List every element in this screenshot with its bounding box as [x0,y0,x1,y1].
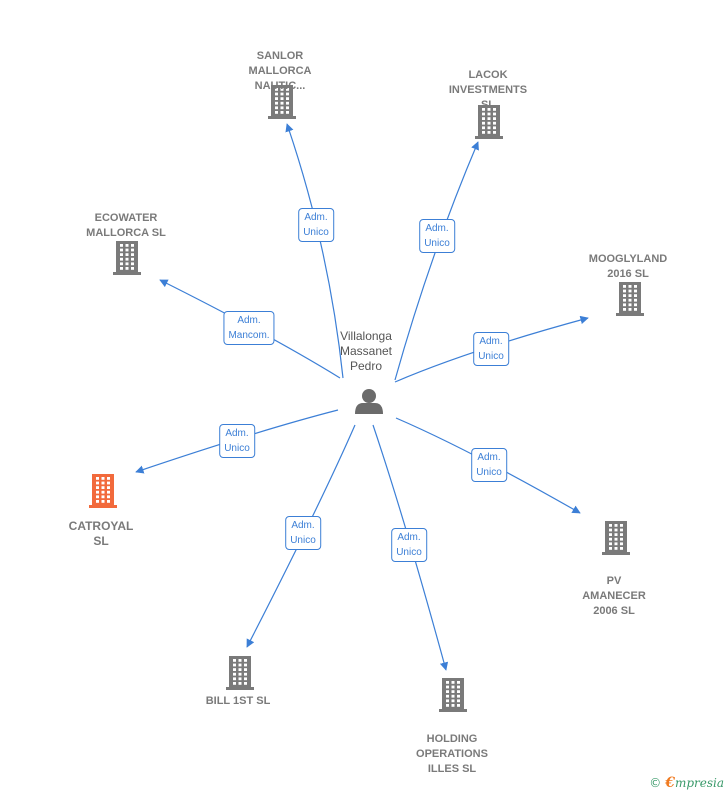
building-icon-sanlor[interactable] [268,85,296,119]
building-icon-catroyal[interactable] [89,474,117,508]
building-icon-pv[interactable] [602,521,630,555]
person-icon[interactable] [355,389,383,414]
building-icon-lacok[interactable] [475,105,503,139]
edge-label-mooglyland[interactable]: Adm. Unico [473,332,509,366]
company-label-lacok[interactable]: LACOK INVESTMENTS SL [448,69,528,111]
building-icon-ecowater[interactable] [113,241,141,275]
edge-label-sanlor[interactable]: Adm. Unico [298,208,334,242]
building-icon-holding[interactable] [439,678,467,712]
company-label-mooglyland[interactable]: MOOGLYLAND 2016 SL [588,253,668,280]
company-label-ecowater[interactable]: ECOWATER MALLORCA SL [86,212,166,239]
brand-initial: € [665,775,675,791]
brand-name: mpresia [674,776,724,790]
edge-label-pv[interactable]: Adm. Unico [471,448,507,482]
building-icon-mooglyland[interactable] [616,282,644,316]
edge-label-bill[interactable]: Adm. Unico [285,516,321,550]
edge-label-holding[interactable]: Adm. Unico [391,528,427,562]
company-label-holding[interactable]: HOLDING OPERATIONS ILLES SL [416,733,488,775]
edge-label-ecowater[interactable]: Adm. Mancom. [223,311,275,345]
copyright-symbol: © [649,776,662,790]
company-label-sanlor[interactable]: SANLOR MALLORCA NAUTIC... [248,50,312,92]
edge-label-catroyal[interactable]: Adm. Unico [219,424,255,458]
edge-sanlor [285,123,344,379]
company-label-catroyal[interactable]: CATROYAL SL [68,519,134,548]
company-label-bill[interactable]: BILL 1ST SL [205,695,271,707]
edge-lacok [394,141,479,381]
edge-label-lacok[interactable]: Adm. Unico [419,219,455,253]
empresia-logo: ©€mpresia [649,775,724,791]
company-label-pv[interactable]: PV AMANECER 2006 SL [582,575,646,617]
person-name[interactable]: Villalonga Massanet Pedro [339,329,393,373]
building-icon-bill[interactable] [226,656,254,690]
